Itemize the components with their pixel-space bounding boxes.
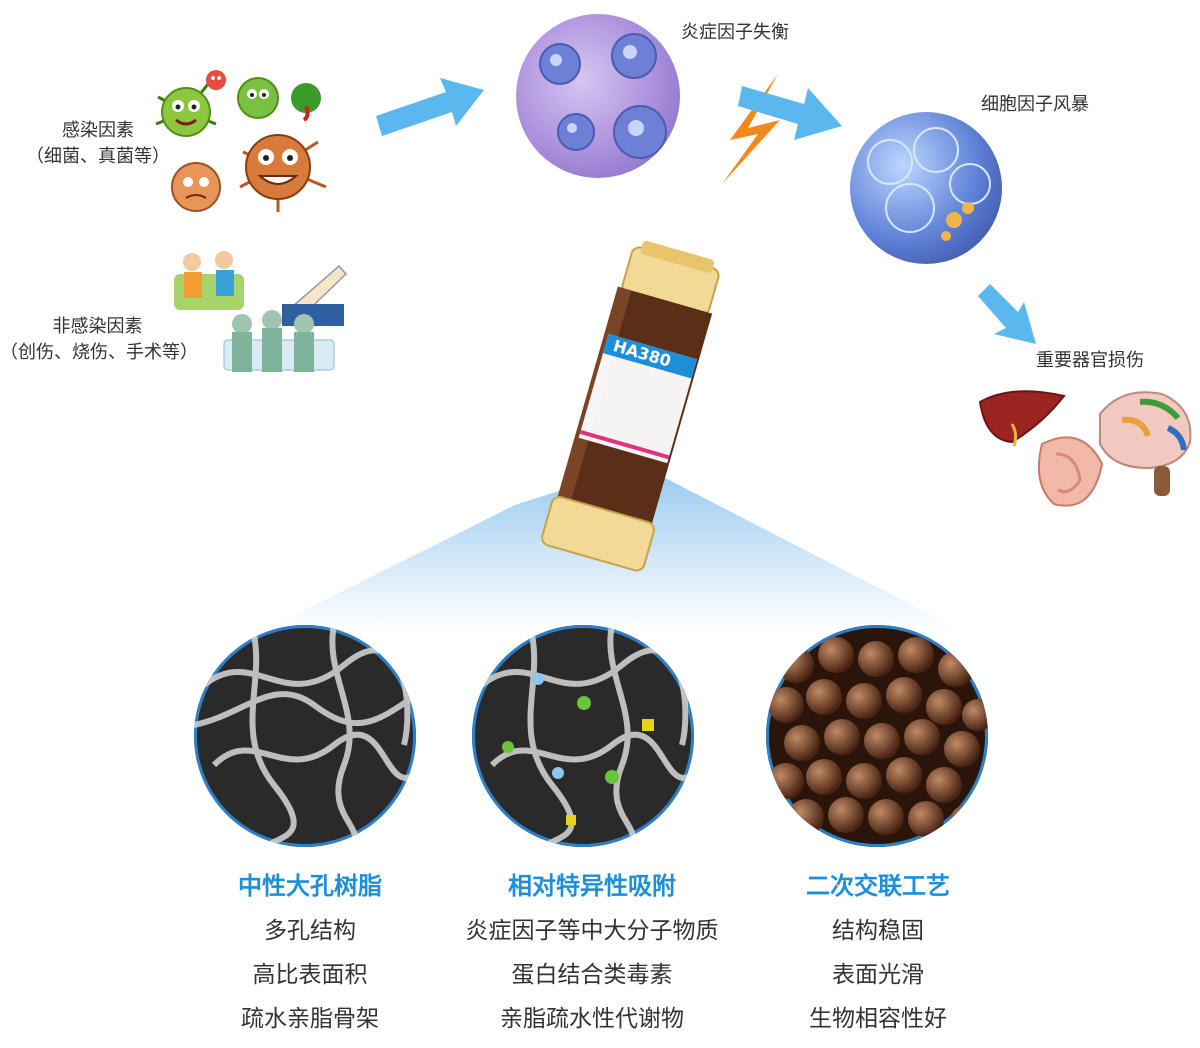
feature-line: 生物相容性好: [809, 1006, 947, 1032]
feature-adsorption: 相对特异性吸附 炎症因子等中大分子物质 蛋白结合类毒素 亲脂疏水性代谢物: [422, 866, 762, 1033]
feature-crosslinking: 二次交联工艺 结构稳固 表面光滑 生物相容性好: [708, 866, 1048, 1033]
cytokine-storm-image: [850, 112, 1002, 264]
cytokine-imbalance-image: [516, 14, 680, 178]
noninfection-label: 非感染因素 （创伤、烧伤、手术等）: [0, 316, 198, 363]
organ-label: 重要器官损伤: [1036, 350, 1144, 371]
infection-label: 感染因素 （细菌、真菌等）: [26, 120, 170, 167]
specific-adsorption-image: [472, 625, 694, 847]
ha380-cartridge: HA380: [541, 240, 720, 572]
imbalance-label: 炎症因子失衡: [681, 22, 789, 43]
lightning-bolt-icon: [722, 74, 780, 184]
feature-macroporous: 中性大孔树脂 多孔结构 高比表面积 疏水亲脂骨架: [140, 866, 480, 1033]
feature-title: 二次交联工艺: [806, 872, 950, 900]
arrow-to-storm: [738, 86, 842, 140]
feature-line: 高比表面积: [252, 962, 368, 988]
feature-line: 结构稳固: [832, 918, 924, 944]
feature-line: 疏水亲脂骨架: [241, 1006, 379, 1032]
feature-title: 相对特异性吸附: [508, 872, 676, 900]
organs-illustration: [978, 390, 1192, 507]
macroporous-resin-image: [194, 625, 416, 847]
arrow-to-organs: [978, 284, 1036, 344]
feature-line: 蛋白结合类毒素: [511, 962, 673, 988]
feature-title: 中性大孔树脂: [238, 872, 382, 900]
storm-label: 细胞因子风暴: [981, 94, 1089, 115]
trauma-surgery-illustration: [174, 251, 348, 372]
feature-line: 多孔结构: [264, 918, 356, 944]
feature-line: 炎症因子等中大分子物质: [465, 918, 719, 944]
feature-line: 表面光滑: [832, 962, 924, 988]
feature-line: 亲脂疏水性代谢物: [500, 1006, 684, 1032]
crosslinked-beads-image: [766, 625, 988, 847]
arrow-to-imbalance: [376, 78, 484, 136]
microbes-illustration: [155, 70, 327, 212]
